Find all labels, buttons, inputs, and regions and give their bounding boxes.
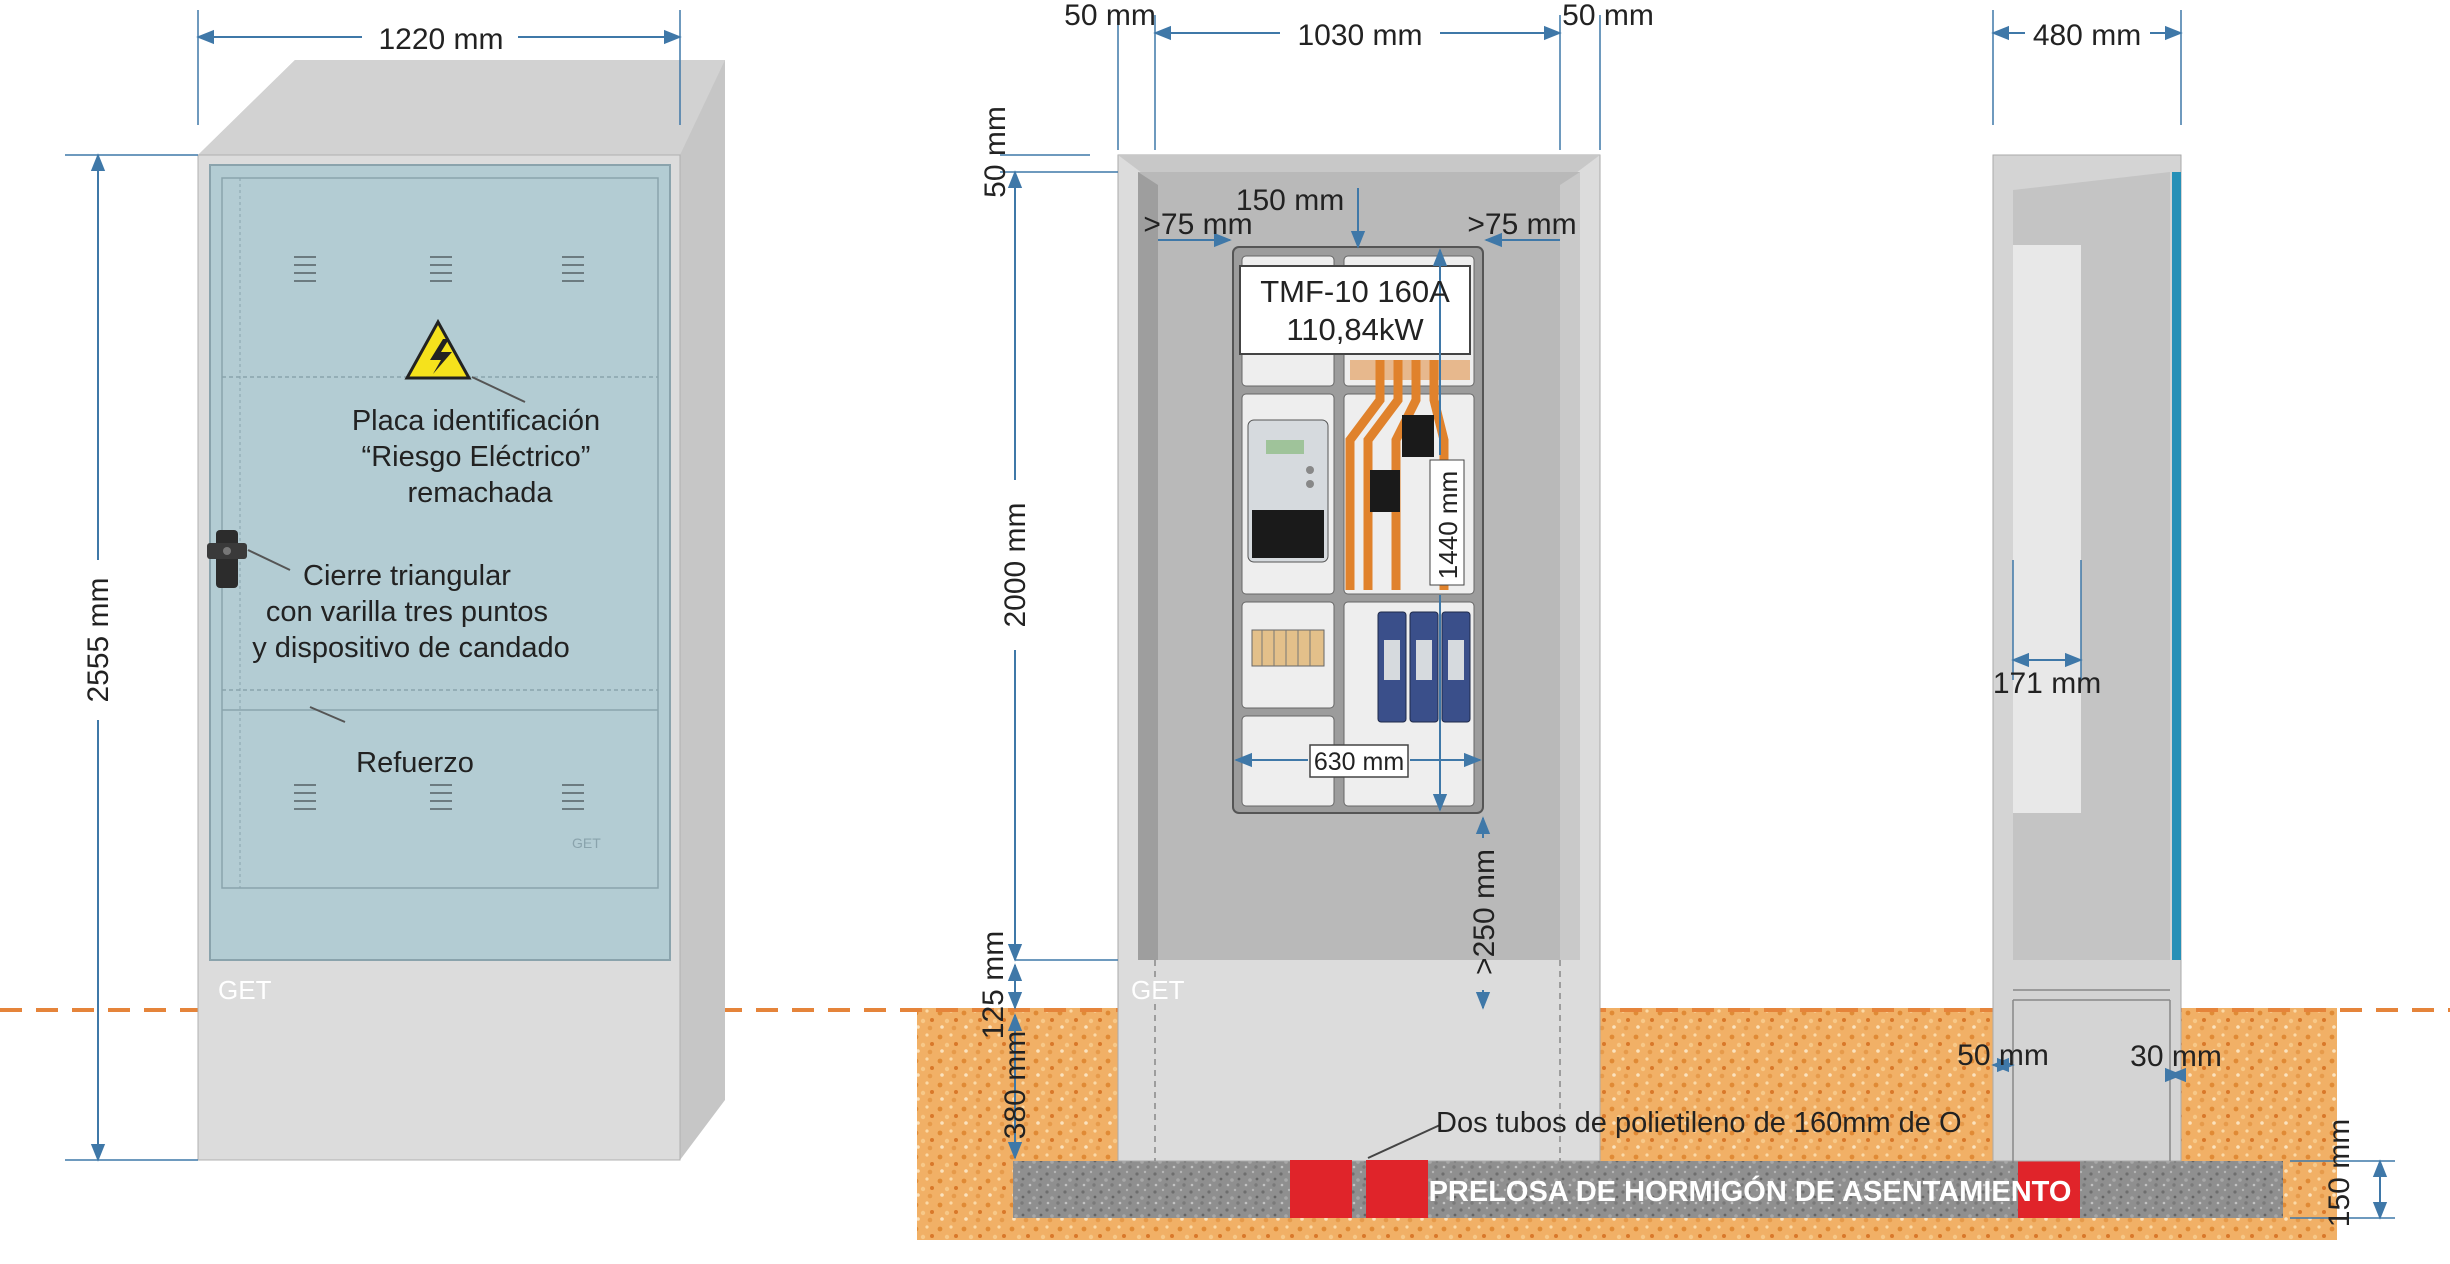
ct-clamp — [1402, 415, 1434, 457]
terminal-block-icon — [1251, 629, 1325, 667]
interior-view — [1000, 15, 2080, 1218]
interior-brand-mark: GET — [1131, 975, 1185, 1005]
front-view: GET — [65, 10, 725, 1162]
module-power: 110,84kW — [1286, 312, 1424, 347]
reinforcement-callout: Refuerzo — [356, 747, 474, 779]
top-margin-label: 50 mm — [979, 106, 1012, 198]
left-margin-label: 50 mm — [1064, 0, 1156, 32]
plinth-height-label: 125 mm — [977, 931, 1010, 1039]
inner-width-label: 1030 mm — [1297, 19, 1422, 52]
left-clearance-label: >75 mm — [1143, 208, 1252, 241]
front-height-label: 2555 mm — [82, 577, 115, 702]
conduit-right — [2018, 1160, 2080, 1218]
module-label-box — [1239, 265, 1471, 355]
conduit-left-1 — [1290, 1160, 1352, 1218]
lock-callout: Cierre triangular con varilla tres punto… — [252, 560, 570, 664]
inner-depth-label: 171 mm — [1993, 667, 2101, 700]
buried-depth-label: 380 mm — [999, 1031, 1032, 1139]
energy-meter-icon — [1247, 419, 1329, 563]
fuse-switch-icon — [1377, 611, 1471, 723]
sign-callout: Placa identificación “Riesgo Eléctrico” … — [352, 405, 608, 509]
side-depth-label: 480 mm — [2033, 19, 2141, 52]
triangular-lock-icon — [207, 530, 247, 588]
left-offset-label: 50 mm — [1957, 1039, 2049, 1072]
interior-height-label: 2000 mm — [999, 502, 1032, 627]
cabinet-top-face — [198, 60, 725, 155]
front-width-label: 1220 mm — [378, 23, 503, 56]
right-offset-label: 30 mm — [2130, 1040, 2222, 1073]
high-voltage-warning-icon — [404, 318, 472, 380]
module-title: TMF-10 160A — [1260, 274, 1450, 309]
front-brand-mark: GET — [218, 975, 272, 1005]
slab-thickness-label: 150 mm — [2323, 1119, 2356, 1227]
bottom-clearance-label: >250 mm — [1468, 849, 1501, 975]
panel-width-box — [1309, 744, 1409, 778]
panel-width-label: 630 mm — [1314, 748, 1404, 776]
ct-clamp — [1370, 470, 1400, 512]
door-panel — [209, 164, 671, 961]
panel-height-label: 1440 mm — [1433, 471, 1463, 579]
slab-label: PRELOSA DE HORMIGÓN DE ASENTAMIENTO — [1429, 1174, 2072, 1208]
right-clearance-label: >75 mm — [1467, 208, 1576, 241]
side-door-edge — [2172, 172, 2181, 960]
vent-louvres — [294, 256, 584, 810]
top-clearance-label: 150 mm — [1236, 184, 1344, 217]
right-margin-label: 50 mm — [1562, 0, 1654, 32]
conduit-left-2 — [1366, 1160, 1428, 1218]
side-inner-panel — [2013, 245, 2081, 813]
door-brand-mark: GET — [572, 835, 601, 851]
side-view — [1991, 10, 2395, 1220]
conduits-note: Dos tubos de polietileno de 160mm de O — [1436, 1107, 1962, 1139]
